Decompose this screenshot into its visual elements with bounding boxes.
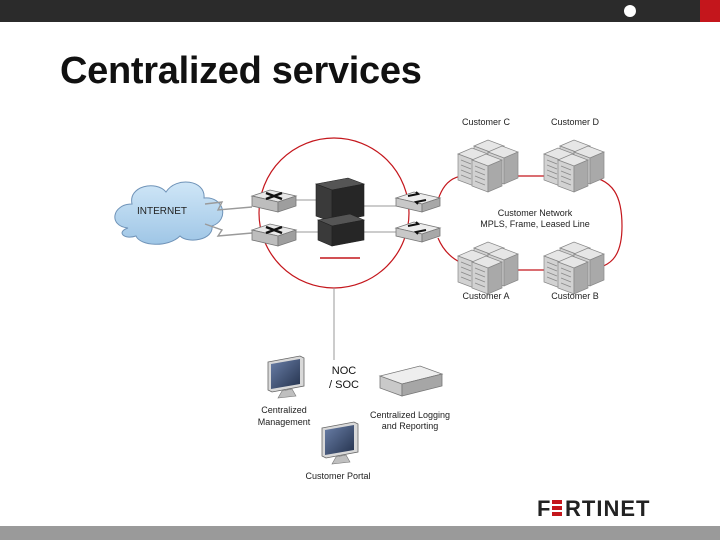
slide-title: Centralized services xyxy=(60,50,422,92)
top-bar-dot xyxy=(624,5,636,17)
switch-icon xyxy=(395,221,441,243)
centralized-management-label-2: Management xyxy=(257,417,311,427)
server-cluster-icon xyxy=(544,140,604,192)
svg-text:RTINET: RTINET xyxy=(565,496,650,521)
customer-d-label: Customer D xyxy=(550,117,599,127)
fortigate-appliance xyxy=(314,177,366,259)
logging-appliance-icon xyxy=(378,365,444,397)
fortinet-logo: F RTINET xyxy=(537,496,650,521)
customer-portal-label: Customer Portal xyxy=(305,471,371,481)
bottom-bar xyxy=(0,526,720,540)
switch-icon xyxy=(395,191,441,213)
monitor-icon xyxy=(321,421,359,465)
internal-links xyxy=(296,199,398,233)
monitor-icon xyxy=(267,355,305,399)
cloud-icon xyxy=(114,181,224,245)
customer-b-label: Customer B xyxy=(551,291,599,301)
internet-label: INTERNET xyxy=(137,206,187,217)
noc-label: NOC xyxy=(331,365,357,377)
router-icon xyxy=(250,222,298,248)
customer-a-label: Customer A xyxy=(462,291,510,301)
top-bar-accent xyxy=(700,0,720,22)
soc-label: / SOC xyxy=(329,379,359,391)
customer-c-label: Customer C xyxy=(461,117,510,127)
logging-reporting-label: and Reporting xyxy=(381,421,439,431)
wan-link-1 xyxy=(204,201,253,211)
svg-text:F: F xyxy=(537,496,551,521)
customer-network-label: Customer Network xyxy=(497,208,573,218)
server-cluster-icon xyxy=(458,242,518,294)
customer-network-type-label: MPLS, Frame, Leased Line xyxy=(480,219,590,229)
server-cluster-icon xyxy=(458,140,518,192)
wan-link-2 xyxy=(204,223,253,237)
centralized-management-label: Centralized xyxy=(261,405,307,415)
top-bar xyxy=(0,0,720,22)
centralized-logging-label: Centralized Logging xyxy=(369,410,451,420)
server-cluster-icon xyxy=(544,242,604,294)
